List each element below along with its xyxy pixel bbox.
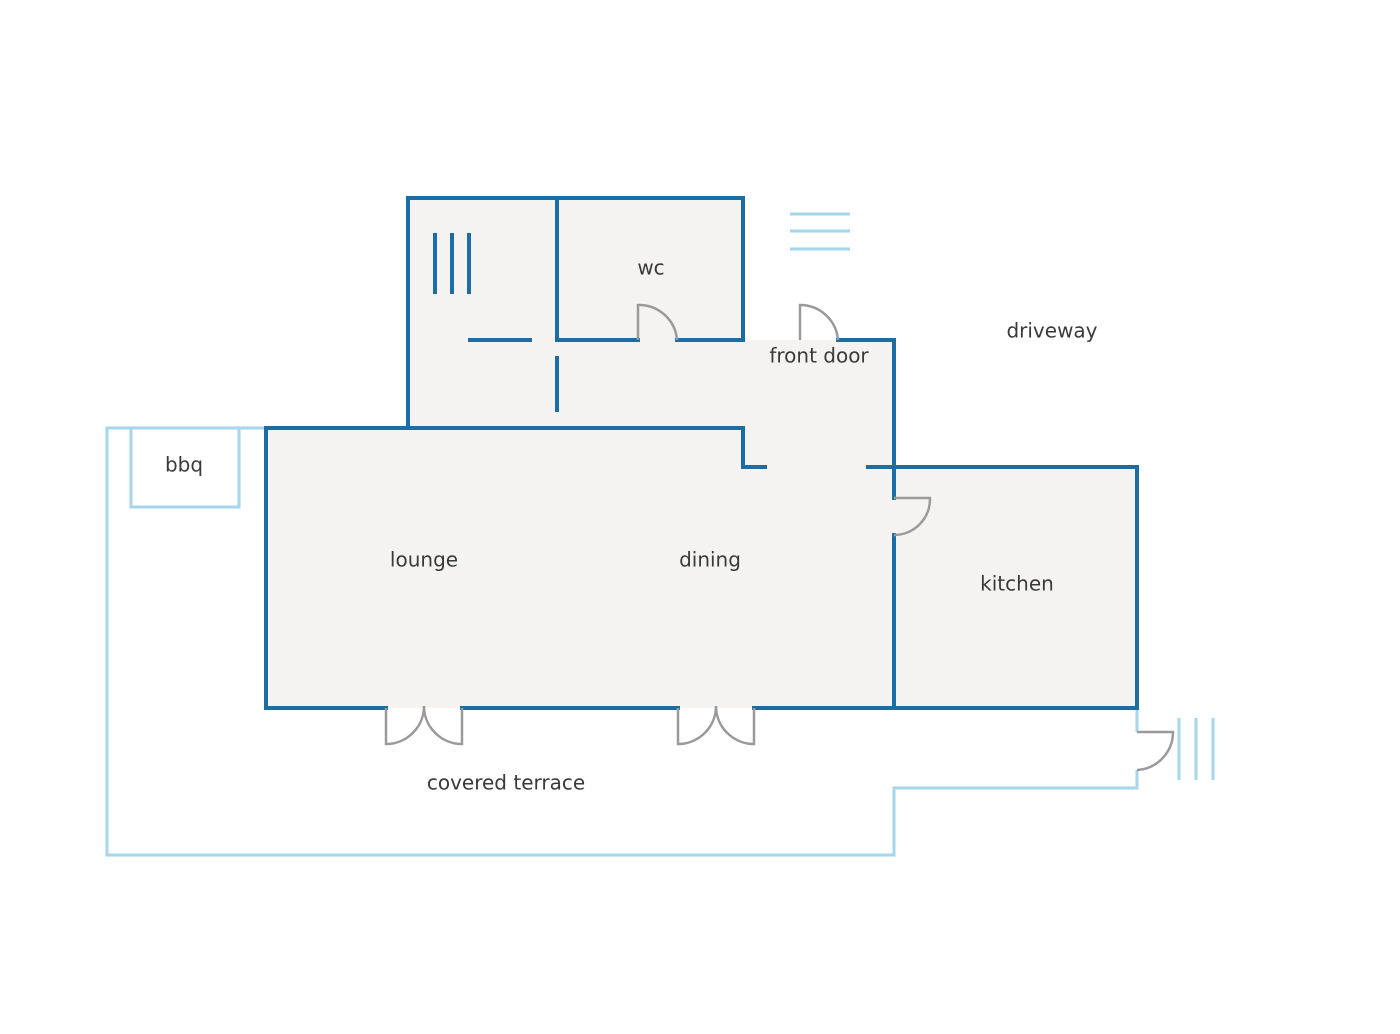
doors: [384, 303, 1175, 772]
walls: [264, 196, 1139, 710]
terrace-outline: [105, 426, 1139, 857]
floor-fills: [266, 198, 1137, 708]
main-floor: [266, 198, 894, 708]
outer-wall-north: [264, 196, 745, 430]
bbq-label: bbq: [165, 453, 203, 477]
terrace-door-icon: [1136, 730, 1175, 772]
front-door-label: front door: [769, 344, 869, 368]
bbq-outline: [129, 428, 241, 509]
lounge-double-door-icon: [384, 705, 464, 746]
partition-lounge-north: [406, 426, 767, 469]
kitchen-door-icon: [893, 496, 932, 537]
steps-icon: [790, 212, 850, 251]
terrace-steps-icon: [1177, 718, 1215, 780]
stairs-icon: [433, 233, 471, 294]
outer-wall-wc-south: [555, 196, 640, 342]
kitchen-label: kitchen: [980, 572, 1054, 596]
outer-wall-south-east: [752, 465, 1139, 710]
wc-door-icon: [636, 303, 679, 341]
driveway-label: driveway: [1006, 319, 1097, 343]
dining-label: dining: [679, 548, 741, 572]
room-labels: wc front door driveway bbq lounge dining…: [165, 256, 1098, 795]
outer-wall-south-west: [264, 426, 388, 710]
kitchen-floor: [894, 467, 1137, 708]
front-door-icon: [798, 303, 840, 341]
exterior-lines: [105, 212, 1215, 857]
covered-terrace-label: covered terrace: [427, 771, 585, 795]
wc-label: wc: [637, 256, 664, 280]
dining-double-door-icon: [676, 705, 756, 746]
outer-wall-east: [836, 338, 896, 500]
lounge-label: lounge: [390, 548, 458, 572]
